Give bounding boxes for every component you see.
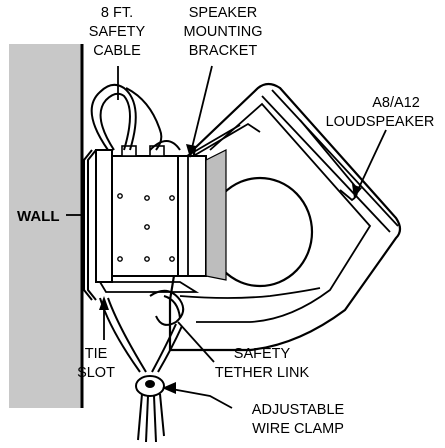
cable-tail-1: [137, 393, 143, 441]
bracket-hole: [117, 256, 123, 262]
safety-cable-wall-run: [87, 149, 97, 301]
cable-tail-4: [159, 393, 165, 437]
callout-leaders: [66, 65, 387, 409]
label-tie-slot-line-2: SLOT: [77, 365, 115, 381]
label-loudspeaker-line-2: LOUDSPEAKER: [326, 114, 435, 130]
mounting-bracket: [95, 145, 227, 293]
leader-mounting-bracket: [189, 65, 213, 157]
loudspeaker-bevel-2: [271, 89, 399, 227]
leader-loudspeaker: [355, 129, 387, 195]
bracket-hole: [169, 195, 175, 201]
leader-wire-clamp: [165, 387, 233, 409]
label-loudspeaker-line-1: A8/A12: [372, 95, 420, 111]
loudspeaker-top-slope-2: [189, 122, 261, 159]
cable-wire-2: [107, 297, 147, 373]
leader-tether-link: [177, 321, 215, 363]
bracket-bottom-plate: [98, 281, 200, 293]
label-tether-link-line-1: SAFETY: [234, 346, 291, 362]
cable-wire-4: [157, 325, 183, 373]
safety-cable: [83, 83, 181, 301]
label-safety-cable-line-3: CABLE: [93, 43, 141, 59]
bracket-side-plate: [177, 155, 207, 277]
tether-loop: [149, 289, 185, 326]
safety-cable-loop-inner: [99, 92, 131, 151]
bracket-top-tab: [149, 145, 165, 157]
tether-assembly: [99, 289, 185, 443]
label-mounting-bracket-line-1: SPEAKER: [189, 5, 258, 21]
arrow-mounting-bracket: [186, 144, 196, 158]
cable-tail-2: [145, 395, 149, 443]
bracket-hole: [169, 256, 175, 262]
label-wire-clamp-line-1: ADJUSTABLE: [252, 402, 345, 418]
loudspeaker-recess: [196, 102, 372, 323]
label-tie-slot-line-1: TIE: [85, 346, 108, 362]
safety-cable-loop-outer: [90, 83, 137, 151]
loudspeaker-bevel-1: [261, 95, 391, 233]
wire-clamp-screw: [145, 380, 155, 388]
label-mounting-bracket-line-2: MOUNTING: [184, 24, 263, 40]
wall-face: [9, 44, 81, 408]
label-wire-clamp-line-2: WIRE CLAMP: [252, 421, 344, 437]
arrow-loudspeaker: [352, 184, 362, 198]
loudspeaker-bottom-rim: [179, 287, 321, 299]
loudspeaker-top-slope: [179, 124, 241, 161]
safety-cable-wall-run-2: [83, 149, 93, 301]
label-tether-link-line-2: TETHER LINK: [215, 365, 310, 381]
tether-link: [163, 295, 181, 319]
cable-tail-3: [153, 395, 157, 443]
label-mounting-bracket-line-3: BRACKET: [189, 43, 258, 59]
loudspeaker-cabinet: [168, 82, 402, 352]
bracket-top-tab: [121, 145, 137, 157]
bracket-back-plate: [95, 149, 113, 283]
bracket-hole: [144, 256, 150, 262]
bracket-hole: [144, 224, 150, 230]
arrow-tie-slot: [99, 296, 109, 310]
label-safety-cable-line-2: SAFETY: [89, 24, 146, 40]
cable-wire-3: [151, 323, 177, 373]
wall: [9, 44, 84, 408]
bracket-hole: [117, 193, 123, 199]
labels: 8 FT. SAFETY CABLE SPEAKER MOUNTING BRAC…: [17, 5, 434, 437]
bracket-front-plate: [111, 155, 179, 277]
arrow-wire-clamp: [162, 382, 176, 394]
label-wall: WALL: [17, 208, 60, 225]
label-safety-cable-line-1: 8 FT.: [101, 5, 133, 21]
safety-cable-hook: [149, 140, 181, 151]
bracket-shadow: [205, 149, 227, 281]
safety-cable-right: [125, 87, 163, 151]
bracket-hole: [144, 195, 150, 201]
